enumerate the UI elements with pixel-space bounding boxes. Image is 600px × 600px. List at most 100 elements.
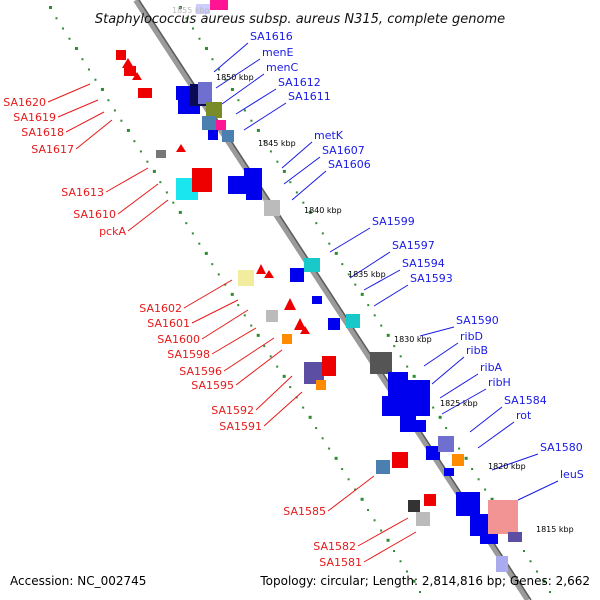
gene-arrow xyxy=(122,58,134,68)
tick-dot xyxy=(406,365,409,368)
gene-arrow xyxy=(264,270,274,278)
gene-block xyxy=(312,296,322,304)
kbp-tick-label: 1820 kbp xyxy=(488,462,526,471)
gene-label-SA1582: SA1582 xyxy=(313,540,356,553)
kbp-tick-label: 1825 kbp xyxy=(440,399,478,408)
gene-label-SA1610: SA1610 xyxy=(73,208,116,221)
gene-block xyxy=(206,102,222,118)
tick-dot xyxy=(204,46,208,50)
tick-dot xyxy=(308,415,312,419)
gene-label-SA1600: SA1600 xyxy=(157,333,200,346)
label-connector xyxy=(191,299,239,324)
label-connector xyxy=(263,391,303,427)
gene-label-ribH: ribH xyxy=(488,376,511,389)
tick-dot xyxy=(159,181,162,184)
tick-dot xyxy=(380,529,383,532)
tick-dot xyxy=(484,488,487,491)
tick-dot xyxy=(321,437,324,440)
gene-label-SA1585: SA1585 xyxy=(283,505,326,518)
label-connector xyxy=(469,406,503,433)
tick-dot xyxy=(74,46,78,50)
tick-dot-tracks xyxy=(49,6,551,593)
gene-block xyxy=(208,130,218,140)
label-connector xyxy=(243,102,287,131)
gene-label-SA1580: SA1580 xyxy=(540,441,583,454)
tick-dot xyxy=(360,292,364,296)
tick-dot xyxy=(191,27,194,30)
gene-block xyxy=(322,356,336,376)
gene-label-ribA: ribA xyxy=(480,361,503,374)
tick-dot xyxy=(529,560,532,563)
gene-label-SA1618: SA1618 xyxy=(21,126,64,139)
gene-block xyxy=(222,130,234,142)
kbp-tick-label: 1840 kbp xyxy=(304,206,342,215)
tick-dot xyxy=(295,191,298,194)
tick-dot xyxy=(380,324,383,327)
label-connector xyxy=(215,58,261,89)
tick-dot xyxy=(367,509,370,512)
tick-dot xyxy=(406,570,409,573)
tick-dot xyxy=(549,591,551,593)
label-connector xyxy=(441,388,487,415)
gene-arrow xyxy=(294,318,306,330)
tick-dot xyxy=(360,497,364,501)
label-connector xyxy=(57,99,99,118)
gene-block xyxy=(196,4,210,14)
tick-dot xyxy=(179,6,182,9)
label-connector xyxy=(491,453,539,471)
tick-dot xyxy=(536,570,539,573)
tick-dot xyxy=(308,210,312,214)
gene-label-SA1612: SA1612 xyxy=(278,76,321,89)
tick-dot xyxy=(315,427,318,430)
gene-block xyxy=(496,556,508,572)
tick-dot xyxy=(269,355,272,358)
tick-dot xyxy=(386,333,390,337)
label-connector xyxy=(105,167,149,193)
tick-dot xyxy=(367,304,370,307)
gene-block xyxy=(156,150,166,158)
tick-dot xyxy=(276,160,279,163)
gene-label-leuS: leuS xyxy=(560,468,584,481)
gene-arrow xyxy=(300,326,310,334)
tick-dot xyxy=(341,468,344,471)
tick-dot xyxy=(347,273,350,276)
gene-label-SA1611: SA1611 xyxy=(288,90,331,103)
gene-label-SA1599: SA1599 xyxy=(372,215,415,228)
tick-dot xyxy=(373,519,376,522)
tick-dot xyxy=(542,579,546,583)
gene-block xyxy=(290,268,304,282)
tick-dot xyxy=(432,406,435,409)
tick-dot xyxy=(341,263,344,266)
label-connector xyxy=(431,356,465,385)
label-connector xyxy=(221,73,265,105)
gene-arrow xyxy=(132,72,142,80)
gene-block xyxy=(488,500,518,534)
gene-block xyxy=(138,88,152,98)
label-connector xyxy=(327,475,375,512)
gene-label-SA1584: SA1584 xyxy=(504,394,547,407)
tick-dot xyxy=(55,17,58,20)
gene-label-SA1597: SA1597 xyxy=(392,239,435,252)
label-connector xyxy=(349,251,391,279)
tick-dot xyxy=(256,128,260,132)
gene-block xyxy=(452,454,464,466)
tick-dot xyxy=(471,468,474,471)
label-connector xyxy=(65,111,105,133)
kbp-tick-label: 1815 kbp xyxy=(536,525,574,534)
tick-dot xyxy=(126,128,130,132)
gene-arrow xyxy=(284,298,296,310)
tick-dot xyxy=(224,78,227,81)
tick-dot xyxy=(386,538,390,542)
tick-dot xyxy=(217,273,220,276)
kbp-tick-label: 1835 kbp xyxy=(348,270,386,279)
kbp-tick-label: 1850 kbp xyxy=(216,73,254,82)
tick-dot xyxy=(250,324,253,327)
gene-block xyxy=(328,318,340,330)
gene-label-SA1592: SA1592 xyxy=(211,404,254,417)
tick-dot xyxy=(302,201,305,204)
tick-dot xyxy=(289,181,292,184)
gene-block xyxy=(424,494,436,506)
tick-dot xyxy=(49,6,52,9)
gene-label-SA1620: SA1620 xyxy=(3,96,46,109)
tick-dot xyxy=(237,304,240,307)
